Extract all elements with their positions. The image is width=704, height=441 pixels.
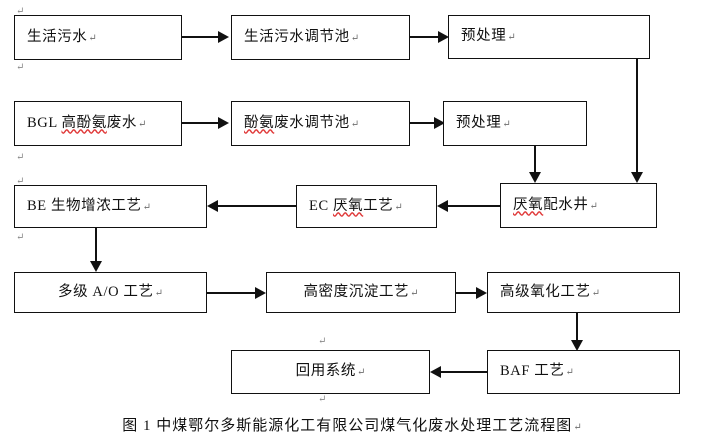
paragraph-mark: ↵ (318, 394, 327, 405)
edge-oxidation-to-baf (576, 313, 578, 340)
edge-well-to-ec (448, 205, 500, 207)
figure-caption: 图 1 中煤鄂尔多斯能源化工有限公司煤气化废水处理工艺流程图↵ (122, 418, 582, 434)
paragraph-mark: ↵ (573, 422, 582, 433)
edge-sedimentation-to-oxidation (456, 292, 476, 294)
node-phenol-ammonia-tank[interactable]: 酚氨废水调节池↵ (231, 101, 410, 146)
node-label: 高密度沉淀工艺↵ (303, 283, 419, 300)
node-label: 预处理↵ (456, 114, 511, 131)
node-label: 生活污水调节池↵ (244, 28, 360, 45)
edge-be-to-multistage-ao (95, 228, 97, 261)
node-bgl-phenol-ammonia-wastewater[interactable]: BGL 高酚氨废水↵ (14, 101, 182, 146)
arrowhead-right-icon (218, 31, 229, 43)
paragraph-mark: ↵ (16, 6, 25, 17)
paragraph-mark: ↵ (16, 62, 25, 73)
paragraph-mark: ↵ (138, 118, 147, 130)
edge-baf-to-reuse-system (441, 371, 487, 373)
paragraph-mark: ↵ (410, 287, 419, 299)
arrowhead-left-icon (207, 200, 218, 212)
edge-pretreatment-1-to-well (636, 59, 638, 172)
node-label: BE 生物增浓工艺↵ (27, 197, 151, 214)
arrowhead-down-icon (90, 261, 102, 272)
node-multistage-ao-process[interactable]: 多级 A/O 工艺↵ (14, 272, 207, 313)
arrowhead-right-icon (476, 287, 487, 299)
node-advanced-oxidation[interactable]: 高级氧化工艺↵ (487, 272, 680, 313)
edge-domestic-sewage-to-tank (182, 36, 218, 38)
node-baf-process[interactable]: BAF 工艺↵ (487, 350, 680, 394)
paragraph-mark: ↵ (357, 367, 366, 379)
node-label: 高级氧化工艺↵ (500, 283, 600, 300)
arrowhead-left-icon (437, 200, 448, 212)
paragraph-mark: ↵ (16, 176, 25, 187)
arrowhead-right-icon (434, 117, 445, 129)
arrowhead-right-icon (255, 287, 266, 299)
paragraph-mark: ↵ (88, 32, 97, 44)
node-reuse-system[interactable]: 回用系统↵ (231, 350, 430, 394)
paragraph-mark: ↵ (507, 32, 516, 44)
node-label: BGL 高酚氨废水↵ (27, 114, 147, 131)
paragraph-mark: ↵ (565, 367, 574, 379)
edge-phenol-tank-to-pretreatment-2 (410, 122, 434, 124)
node-anaerobic-distribution-well[interactable]: 厌氧配水井↵ (500, 183, 657, 228)
edge-bgl-to-phenol-tank (182, 122, 218, 124)
edge-ec-to-be (218, 205, 296, 207)
node-label: 生活污水↵ (27, 28, 97, 45)
paragraph-mark: ↵ (142, 201, 151, 213)
arrowhead-down-icon (571, 340, 583, 351)
paragraph-mark: ↵ (502, 118, 511, 130)
paragraph-mark: ↵ (16, 232, 25, 243)
paragraph-mark: ↵ (591, 287, 600, 299)
node-ec-anaerobic-process[interactable]: EC 厌氧工艺↵ (296, 185, 437, 228)
node-label: 厌氧配水井↵ (513, 196, 598, 213)
edge-pretreatment-2-to-well (534, 146, 536, 172)
node-label: 预处理↵ (461, 28, 516, 45)
node-label: 多级 A/O 工艺↵ (57, 283, 163, 300)
node-label: BAF 工艺↵ (500, 363, 574, 380)
arrowhead-right-icon (218, 117, 229, 129)
arrowhead-down-icon (631, 172, 643, 183)
edge-tank-to-pretreatment-1 (410, 36, 438, 38)
node-label: EC 厌氧工艺↵ (309, 197, 403, 214)
arrowhead-right-icon (438, 31, 449, 43)
node-domestic-sewage-tank[interactable]: 生活污水调节池↵ (231, 15, 410, 60)
node-pretreatment-1[interactable]: 预处理↵ (448, 15, 650, 59)
arrowhead-down-icon (529, 172, 541, 183)
paragraph-mark: ↵ (350, 118, 360, 130)
node-be-bio-enrichment-process[interactable]: BE 生物增浓工艺↵ (14, 185, 207, 228)
paragraph-mark: ↵ (16, 152, 25, 163)
paragraph-mark: ↵ (589, 200, 598, 212)
arrowhead-left-icon (430, 366, 441, 378)
paragraph-mark: ↵ (350, 32, 360, 44)
node-high-density-sedimentation[interactable]: 高密度沉淀工艺↵ (266, 272, 456, 313)
node-label: 回用系统↵ (295, 363, 366, 380)
paragraph-mark: ↵ (318, 336, 327, 347)
edge-multistage-ao-to-sedimentation (207, 292, 255, 294)
node-pretreatment-2[interactable]: 预处理↵ (443, 101, 587, 146)
node-domestic-sewage[interactable]: 生活污水↵ (14, 15, 182, 60)
paragraph-mark: ↵ (154, 287, 163, 299)
paragraph-mark: ↵ (394, 201, 403, 213)
node-label: 酚氨废水调节池↵ (244, 114, 360, 131)
